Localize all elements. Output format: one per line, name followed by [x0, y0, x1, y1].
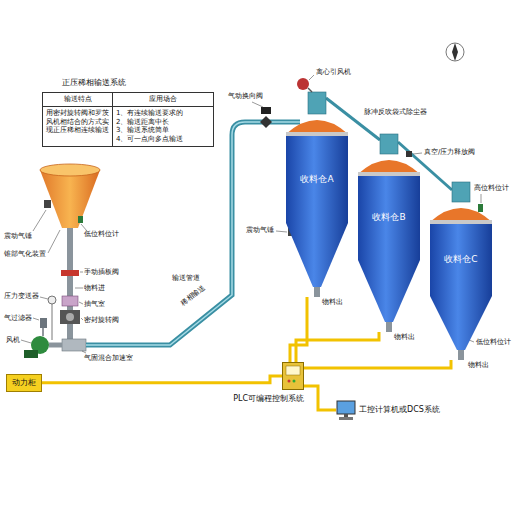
bag-filter — [308, 92, 326, 114]
relief-valve — [406, 151, 412, 157]
part-label: 稀相输送 — [179, 284, 206, 308]
rotary-valve-rotor — [66, 313, 74, 321]
node-text: 动力柜 — [12, 378, 36, 388]
filter-pipe — [42, 328, 44, 336]
part-label: 锥部气化装置 — [4, 250, 46, 259]
part-label: 低位料位计 — [476, 338, 511, 347]
compass — [446, 43, 464, 61]
node-text: 收料仓B — [358, 211, 420, 224]
bag-filter — [452, 182, 470, 202]
table-cell-text: 2、输送距离中长 — [116, 118, 210, 127]
node-text: PLC可编程控制系统 — [233, 393, 304, 404]
node-text: 收料仓C — [430, 253, 492, 266]
part-label: 手动插板阀 — [84, 268, 119, 277]
part-label: 气过滤器 — [4, 314, 32, 323]
mixing-chamber — [62, 339, 86, 351]
plc-cabinet: PLC可编程控制系统 — [282, 362, 304, 390]
hopper-top — [40, 164, 100, 176]
control-cable — [290, 297, 307, 362]
control-cable — [296, 332, 379, 362]
part-label: 真空/压力释放阀 — [424, 148, 475, 157]
table-cell-text: 4、可一点向多点输送 — [116, 135, 210, 144]
table-cell-text: 应用场合 — [116, 95, 210, 104]
silo-shape — [358, 152, 420, 332]
table-cell: 应用场合 — [113, 93, 213, 107]
diverter-valve — [260, 116, 272, 128]
silo-shape — [286, 112, 348, 297]
part-label: 物料进 — [84, 284, 105, 293]
table-cell-text: 1、有连续输送要求的 — [116, 109, 210, 118]
level-gauge — [78, 216, 83, 223]
table-cell-text: 输送特点 — [46, 95, 109, 104]
computer-icon — [336, 400, 356, 420]
gate-valve — [61, 270, 79, 276]
rotary-valve — [60, 310, 80, 324]
table-cell-text: 3、输送系统简单 — [116, 126, 210, 135]
feature-table: 输送特点 应用场合 用密封旋转阀和罗茨风机相结合的方式实现正压稀相连续输送 1、… — [42, 92, 214, 147]
part-label: 脉冲反吹袋式除尘器 — [364, 108, 427, 117]
fan-duct — [308, 88, 312, 92]
part-label: 震动气锤 — [246, 226, 274, 235]
part-label: 压力变送器 — [4, 292, 39, 301]
blower-motor — [24, 350, 38, 358]
exhaust-fan — [297, 78, 309, 90]
part-label: 震动气锤 — [4, 232, 32, 241]
air-filter — [40, 318, 47, 328]
pressure-transmitter — [48, 296, 56, 304]
control-cable — [304, 386, 336, 410]
part-label: 物料出 — [322, 298, 343, 307]
node-text: 工控计算机或DCS系统 — [359, 404, 440, 415]
plc-icon — [282, 362, 304, 390]
diagram-title: 正压稀相输送系统 — [62, 78, 126, 88]
suction-chamber — [62, 296, 78, 306]
part-label: 物料出 — [394, 333, 415, 342]
part-label: 密封旋转阀 — [84, 316, 119, 325]
compass-ring — [446, 43, 464, 61]
part-label: 气动换向阀 — [228, 92, 263, 101]
part-label: 气固混合加速室 — [84, 354, 133, 363]
table-cell-text: 用密封旋转阀和罗茨风机相结合的方式实现正压稀相连续输送 — [46, 109, 109, 135]
part-label: 高位料位计 — [474, 184, 509, 193]
control-cable — [304, 360, 451, 368]
part-label: 风机 — [6, 336, 20, 345]
silo-bin: 收料仓B — [358, 152, 420, 332]
table-cell: 1、有连续输送要求的2、输送距离中长3、输送系统简单4、可一点向多点输送 — [113, 107, 213, 146]
silo-bin: 收料仓C — [430, 200, 492, 360]
feed-hopper — [40, 170, 100, 228]
silo-shape — [430, 200, 492, 360]
table-cell: 输送特点 — [43, 93, 113, 107]
part-label: 离心引风机 — [316, 68, 351, 77]
leader-lines — [21, 75, 481, 353]
compass-needle — [452, 43, 458, 61]
silo-bin: 收料仓A — [286, 112, 348, 297]
part-label: 抽气室 — [84, 300, 105, 309]
part-label: 输送管道 — [172, 274, 200, 283]
part-label: 低位料位计 — [84, 230, 119, 239]
bag-filter — [380, 134, 398, 154]
vibrator — [44, 200, 51, 208]
control-cable — [42, 376, 282, 383]
power-cabinet: 动力柜 — [6, 374, 42, 392]
valve-actuator — [261, 107, 271, 114]
level-gauge — [478, 204, 483, 212]
node-text: 收料仓A — [286, 173, 348, 186]
air-pipe — [49, 343, 62, 348]
computer-station: 工控计算机或DCS系统 — [336, 400, 356, 420]
transmitter-tap — [52, 304, 53, 340]
table-cell: 用密封旋转阀和罗茨风机相结合的方式实现正压稀相连续输送 — [43, 107, 113, 146]
part-label: 物料出 — [468, 361, 489, 370]
